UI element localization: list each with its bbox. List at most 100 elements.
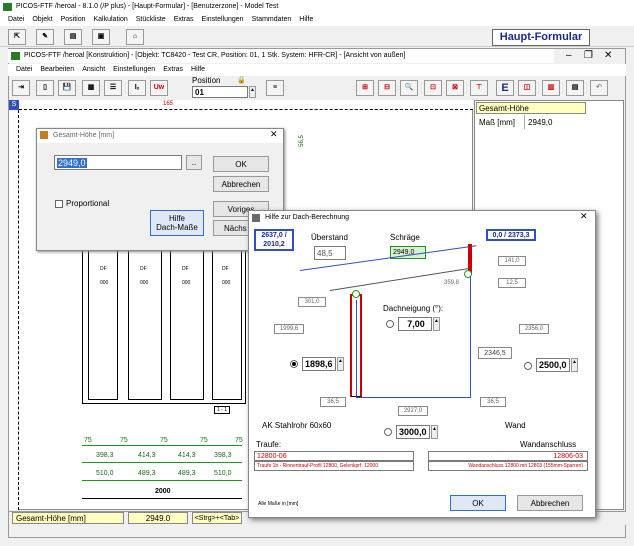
outer-tool-4[interactable]: ▣: [92, 29, 110, 45]
inner-tool-b[interactable]: ⊟: [378, 80, 396, 96]
inner-tool-d[interactable]: ⊠: [446, 80, 464, 96]
neigung-radio[interactable]: [386, 320, 394, 328]
schraege-label: Schräge: [390, 233, 420, 242]
gesamt-close-icon[interactable]: ✕: [270, 129, 278, 139]
dach-close-icon[interactable]: ✕: [580, 211, 588, 221]
wand-label: Wand: [505, 421, 526, 430]
left-height-spinner[interactable]: ▲: [337, 357, 344, 371]
menu-hilfe[interactable]: Hilfe: [299, 16, 314, 23]
dach-ok-button[interactable]: OK: [450, 495, 506, 511]
dim-box-2356: 2356,0: [519, 324, 549, 334]
menu-stueckliste[interactable]: Stückliste: [135, 16, 166, 23]
position-label: Position: [192, 76, 221, 85]
haupt-formular-label: Haupt-Formular: [492, 29, 590, 46]
inner-tool-back[interactable]: ↶: [590, 80, 608, 96]
menu-position[interactable]: Position: [60, 16, 86, 23]
inner-menu-ansicht[interactable]: Ansicht: [82, 66, 106, 73]
top-ruler: [19, 100, 473, 110]
lock-icon: 🔒: [237, 77, 246, 84]
inner-tool-menu[interactable]: ≡: [266, 80, 284, 96]
inner-menu-einstellungen[interactable]: Einstellungen: [113, 66, 156, 73]
panel-sub-1: 000: [100, 280, 109, 286]
traufe-desc[interactable]: Traufe 1b - Rinnentrauf-Profil 12800, Ge…: [254, 461, 414, 471]
gesamt-ok-button[interactable]: OK: [213, 156, 269, 172]
right-height-spinner[interactable]: ▲: [571, 358, 578, 372]
left-top-coords: 2637,0 / 2010,2: [254, 229, 294, 251]
neigung-input[interactable]: 7,00: [398, 317, 432, 331]
ueberstand-input[interactable]: 48,5: [314, 246, 346, 260]
inner-tool-exit[interactable]: ⇥: [12, 80, 30, 96]
wandanschluss-label: Wandanschluss: [520, 440, 577, 449]
bottom-input[interactable]: 3000,0: [396, 425, 430, 439]
outer-tool-5[interactable]: ⌂: [126, 29, 144, 45]
dim-row2-3: 414,3: [178, 452, 196, 459]
hilfe-dach-button[interactable]: Hilfe Dach-Maße: [150, 210, 204, 236]
bottom-spinner[interactable]: ▲: [431, 425, 438, 439]
dim-75-5: 75: [235, 437, 243, 444]
inner-tool-a[interactable]: ⊞: [356, 80, 374, 96]
menu-kalkulation[interactable]: Kalkulation: [93, 16, 128, 23]
inner-tool-E[interactable]: E: [496, 80, 514, 96]
gesamt-dialog-icon: [40, 131, 48, 139]
inner-tool-g[interactable]: ▥: [542, 80, 560, 96]
dim-box-365b: 36,5: [480, 397, 506, 407]
menu-einstellungen[interactable]: Einstellungen: [201, 16, 244, 23]
outer-tool-3[interactable]: ▤: [64, 29, 82, 45]
traufe-code[interactable]: 12800-06: [254, 451, 414, 461]
ak-label: AK Stahlrohr 60x60: [262, 421, 332, 430]
inner-close-icon[interactable]: ✕: [604, 50, 613, 61]
dim-row2-2: 414,3: [138, 452, 156, 459]
position-spinner[interactable]: ▲: [249, 86, 256, 98]
left-height-radio[interactable]: [290, 360, 298, 368]
inner-tool-grid[interactable]: ▦: [82, 80, 100, 96]
inner-tool-search[interactable]: 🔍: [400, 80, 418, 96]
right-top-coords: 0,0 / 2373,3: [486, 229, 536, 241]
inner-tool-new[interactable]: ▯: [36, 80, 54, 96]
dim-row2-4: 398,3: [214, 452, 232, 459]
inner-tool-uw[interactable]: Uw: [150, 80, 168, 96]
inner-menu-datei[interactable]: Datei: [16, 66, 33, 73]
inner-tool-e[interactable]: ⊤: [470, 80, 488, 96]
wand-desc[interactable]: Wandanschluss 12800 mit 12803 (155mm-Spa…: [428, 461, 588, 471]
inner-menubar: Datei Bearbeiten Ansicht Einstellungen E…: [8, 64, 626, 76]
right-height-radio[interactable]: [524, 362, 532, 370]
ruler-mark: 165: [163, 101, 174, 107]
app-icon: [3, 3, 12, 11]
gesamt-dots-button[interactable]: ..: [186, 155, 202, 170]
left-height-input[interactable]: 1898,6: [302, 357, 336, 371]
inner-menu-hilfe[interactable]: Hilfe: [191, 66, 206, 73]
inner-tool-list[interactable]: ☰: [104, 80, 122, 96]
props-row-value[interactable]: 2949,0: [528, 118, 553, 127]
gesamt-abbrechen-button[interactable]: Abbrechen: [213, 176, 269, 192]
menu-datei[interactable]: Datei: [8, 16, 25, 23]
dach-abbrechen-button[interactable]: Abbrechen: [517, 495, 583, 511]
outer-tool-2[interactable]: ✎: [36, 29, 54, 45]
ruler-corner: S: [9, 100, 19, 110]
dim-359: 359,8: [444, 280, 460, 286]
inner-menu-bearbeiten[interactable]: Bearbeiten: [40, 66, 75, 73]
inner-tool-c[interactable]: ⊡: [424, 80, 442, 96]
neigung-spinner[interactable]: ▲: [433, 317, 440, 331]
wand-code[interactable]: 12806-03: [428, 451, 588, 461]
inner-tool-ix[interactable]: Iₓ: [128, 80, 146, 96]
inner-tool-h[interactable]: ▤: [566, 80, 584, 96]
dim-box-365: 36,5: [320, 397, 346, 407]
inner-tool-f[interactable]: ◫: [518, 80, 536, 96]
inner-tool-save[interactable]: 💾: [58, 80, 76, 96]
panel-4: [212, 250, 242, 400]
proportional-checkbox[interactable]: [55, 200, 63, 208]
gesamt-value-input[interactable]: 2949,0: [54, 155, 182, 170]
alle-masse-label: Alle Maße in [mm]: [258, 501, 299, 507]
menu-stammdaten[interactable]: Stammdaten: [251, 16, 292, 23]
menu-objekt[interactable]: Objekt: [32, 16, 53, 23]
inner-minimize-icon[interactable]: –: [566, 50, 572, 61]
inner-restore-icon[interactable]: ❐: [584, 50, 593, 61]
dim-75-1: 75: [84, 437, 92, 444]
dim-75-3: 75: [160, 437, 168, 444]
outer-tool-1[interactable]: ⇱: [8, 29, 26, 45]
inner-menu-extras[interactable]: Extras: [163, 66, 184, 73]
menu-extras[interactable]: Extras: [173, 16, 194, 23]
position-select[interactable]: 01: [192, 86, 248, 98]
right-height-input[interactable]: 2500,0: [536, 358, 570, 372]
bottom-radio[interactable]: [384, 428, 392, 436]
